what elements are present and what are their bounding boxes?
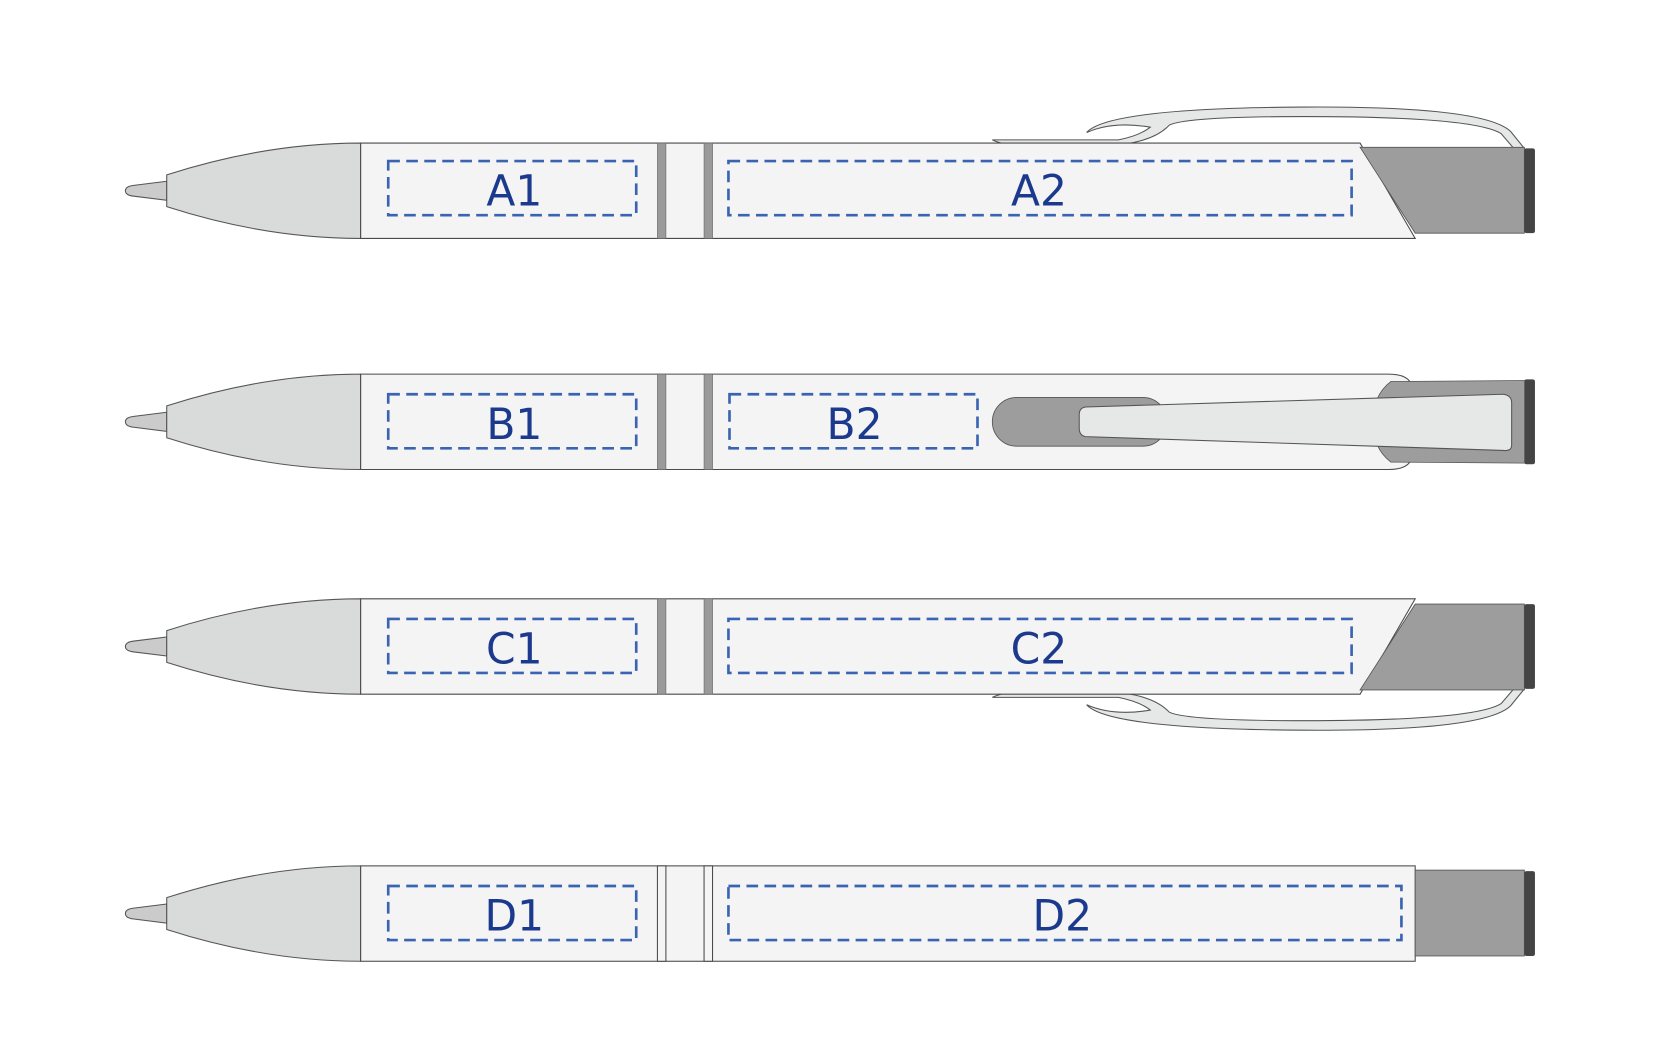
- pen-b-cone: [166, 373, 362, 471]
- pen-d-barrel: [360, 865, 1416, 962]
- pen-b: B1 B2: [124, 373, 1535, 471]
- pen-a-nib: [124, 180, 168, 201]
- pen-d-ring: [703, 865, 714, 962]
- pen-a-cap: [1359, 146, 1525, 234]
- pen-a-ring: [657, 142, 667, 239]
- pen-a-clip: [992, 106, 1526, 149]
- pen-a-end: [1524, 148, 1535, 234]
- pen-d-nib: [124, 903, 168, 924]
- print-area-a2: [727, 159, 1353, 217]
- pen-c-cone: [166, 598, 362, 695]
- pen-b-end: [1524, 379, 1535, 465]
- pen-c: C1 C2: [124, 598, 1535, 731]
- print-area-d2: [727, 884, 1403, 942]
- pen-b-ring: [703, 373, 713, 470]
- label-b1: B1: [486, 400, 542, 449]
- label-d1: D1: [485, 892, 545, 941]
- print-area-b2: [728, 392, 979, 450]
- pen-a: A1 A2: [124, 106, 1535, 239]
- pen-c-ring: [703, 598, 713, 695]
- label-a2: A2: [1011, 167, 1067, 216]
- pen-d-end: [1524, 871, 1535, 956]
- pen-a-cone: [166, 142, 362, 239]
- pen-c-ring: [657, 598, 667, 695]
- pen-c-end: [1524, 604, 1535, 689]
- pen-d-cap: [1414, 869, 1525, 957]
- pen-b-clip: [1078, 393, 1513, 452]
- pen-c-nib: [124, 636, 168, 657]
- pen-d-cone: [166, 865, 362, 962]
- label-b2: B2: [827, 400, 883, 449]
- label-d2: D2: [1032, 892, 1092, 941]
- pen-b-nib: [124, 411, 168, 432]
- label-a1: A1: [486, 167, 542, 216]
- label-c2: C2: [1011, 624, 1068, 673]
- pen-c-barrel: [360, 598, 1417, 695]
- pen-c-clip: [992, 688, 1526, 731]
- pen-c-cap: [1359, 603, 1525, 691]
- label-c1: C1: [486, 624, 543, 673]
- print-area-c2: [727, 617, 1353, 675]
- pen-d-ring: [656, 865, 667, 962]
- pen-a-ring: [703, 142, 713, 239]
- pen-d: D1 D2: [124, 865, 1535, 962]
- pen-b-ring: [657, 373, 667, 470]
